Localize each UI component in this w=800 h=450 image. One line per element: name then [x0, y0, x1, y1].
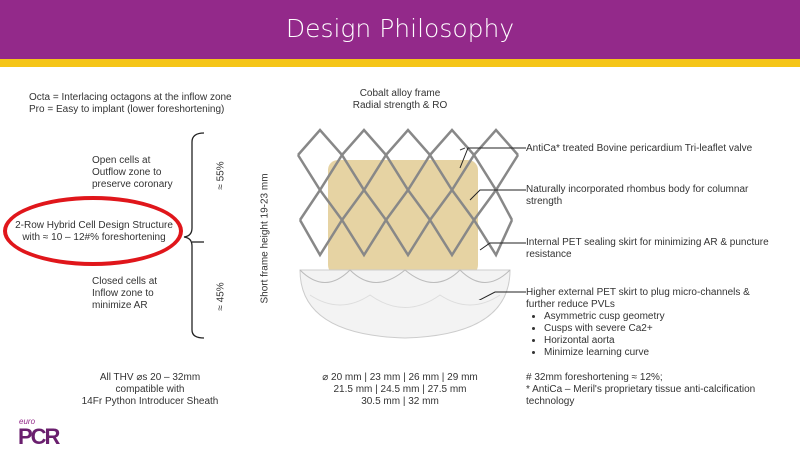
callout-rhombus: Naturally incorporated rhombus body for … [526, 184, 749, 207]
bottom-left-line3: 14Fr Python Introducer Sheath [81, 396, 219, 407]
highlight-oval [3, 196, 183, 266]
frame-line2: Radial strength & RO [352, 100, 448, 111]
frame-line1: Cobalt alloy frame [359, 88, 441, 99]
pct-top-label: ≈ 55% [215, 161, 227, 190]
sizes-line2: 21.5 mm | 24.5 mm | 27.5 mm [333, 384, 467, 395]
list-item: Minimize learning curve [544, 347, 665, 359]
sizes-line1: ⌀ 20 mm | 23 mm | 26 mm | 29 mm [322, 372, 478, 383]
skirt-benefits-list: Asymmetric cusp geometry Cusps with seve… [530, 311, 665, 359]
list-item: Horizontal aorta [544, 335, 665, 347]
bottom-left-line2: compatible with [115, 384, 185, 395]
title-bar: Design Philosophy [0, 0, 800, 59]
slide-title: Design Philosophy [285, 14, 515, 43]
closed-cells-text: Closed cells at Inflow zone to minimize … [92, 276, 158, 311]
footnote-foreshortening: # 32mm foreshortening ≈ 12%; [526, 372, 663, 383]
intro-octa: Octa = Interlacing octagons at the inflo… [29, 92, 232, 103]
valve-image [296, 128, 520, 339]
open-cells-text: Open cells at Outflow zone to preserve c… [92, 155, 173, 190]
intro-pro: Pro = Easy to implant (lower foreshorten… [29, 104, 225, 115]
bracket-lines [183, 132, 205, 339]
pct-bottom-label: ≈ 45% [215, 282, 227, 311]
footnote-antica: * AntiCa – Meril's proprietary tissue an… [526, 384, 756, 407]
sizes-line3: 30.5 mm | 32 mm [361, 396, 439, 407]
list-item: Asymmetric cusp geometry [544, 311, 665, 323]
frame-height-label: Short frame height 19-23 mm [259, 173, 271, 304]
list-item: Cusps with severe Ca2+ [544, 323, 665, 335]
callout-lines [459, 147, 526, 300]
logo-pcr: PCR [18, 424, 60, 449]
callout-leaflet: AntiCa* treated Bovine pericardium Tri-l… [526, 143, 753, 154]
accent-band [0, 59, 800, 67]
bottom-left-line1: All THV ⌀s 20 – 32mm [99, 372, 201, 383]
callout-external-skirt: Higher external PET skirt to plug micro-… [526, 287, 750, 310]
logo-euro: euro [19, 417, 36, 426]
callout-sealing-skirt: Internal PET sealing skirt for minimizin… [526, 237, 769, 260]
